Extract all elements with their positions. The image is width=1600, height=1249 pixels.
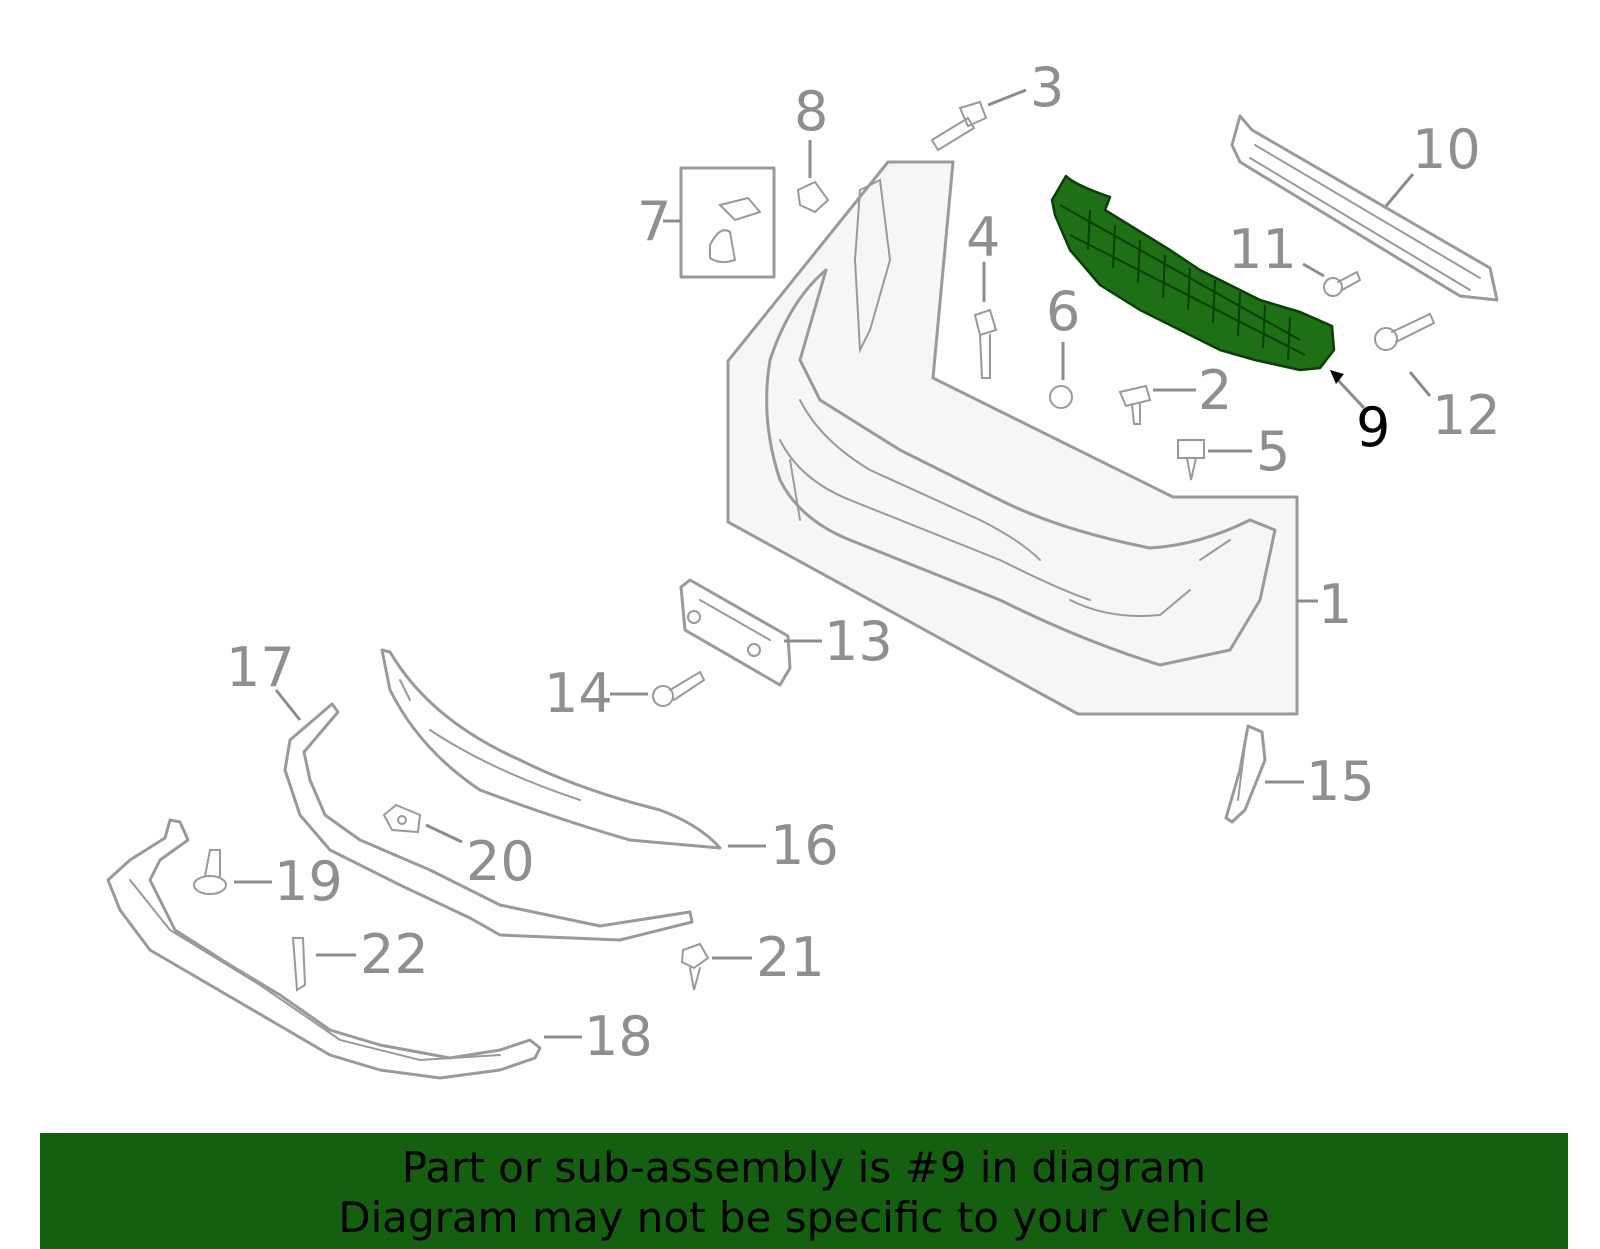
callout-19: 19 xyxy=(274,850,343,913)
clip-part-8 xyxy=(796,140,830,214)
side-bracket-part-15 xyxy=(1224,724,1304,824)
callout-16: 16 xyxy=(770,814,839,877)
callout-17: 17 xyxy=(226,636,295,699)
clip-kit-box xyxy=(663,166,776,279)
callout-10: 10 xyxy=(1412,118,1481,181)
callout-1: 1 xyxy=(1318,573,1352,636)
bumper-cover-group xyxy=(726,160,1318,716)
callout-4: 4 xyxy=(966,206,1000,269)
callout-6: 6 xyxy=(1046,280,1080,343)
bolt-part-3 xyxy=(930,88,1027,152)
callout-12: 12 xyxy=(1432,384,1501,447)
callout-15: 15 xyxy=(1306,750,1375,813)
reinforcement-part-10 xyxy=(1230,114,1499,302)
splitter-strip-part-17 xyxy=(274,689,694,942)
callout-3: 3 xyxy=(1030,56,1064,119)
banner-line-1: Part or sub-assembly is #9 in diagram xyxy=(401,1143,1207,1192)
callout-11: 11 xyxy=(1228,218,1297,281)
push-pin-part-2 xyxy=(1118,384,1196,425)
callout-18: 18 xyxy=(584,1005,653,1068)
bolt-part-4 xyxy=(973,262,998,379)
callout-5: 5 xyxy=(1256,420,1290,483)
bolt-part-11 xyxy=(1302,262,1362,297)
callout-22: 22 xyxy=(360,923,429,986)
clip-part-20 xyxy=(382,803,463,844)
nut-part-6 xyxy=(1049,342,1073,409)
callout-8: 8 xyxy=(794,80,828,143)
lower-grille-part-16 xyxy=(380,648,766,850)
callout-13: 13 xyxy=(824,610,893,673)
bolt-part-14 xyxy=(610,670,706,707)
push-pin-part-21 xyxy=(680,942,752,991)
info-banner: Part or sub-assembly is #9 in diagram Di… xyxy=(40,1133,1568,1249)
push-pin-part-19 xyxy=(193,849,272,895)
pin-part-22 xyxy=(291,937,356,992)
bolt-part-12 xyxy=(1374,312,1436,397)
energy-absorber-part-9 xyxy=(1050,174,1366,410)
callout-14: 14 xyxy=(544,662,613,725)
callout-2: 2 xyxy=(1198,359,1232,422)
callout-21: 21 xyxy=(756,926,825,989)
lower-valance-part-18 xyxy=(106,818,582,1080)
callout-20: 20 xyxy=(466,830,535,893)
callout-9: 9 xyxy=(1356,396,1390,459)
banner-line-2: Diagram may not be specific to your vehi… xyxy=(338,1193,1270,1242)
callout-labels: 1 2 3 4 5 6 7 8 9 10 11 12 13 14 15 16 1… xyxy=(226,56,1501,1068)
callout-7: 7 xyxy=(637,190,671,253)
push-pin-part-5 xyxy=(1177,439,1252,481)
license-bracket-part-13 xyxy=(679,578,822,687)
